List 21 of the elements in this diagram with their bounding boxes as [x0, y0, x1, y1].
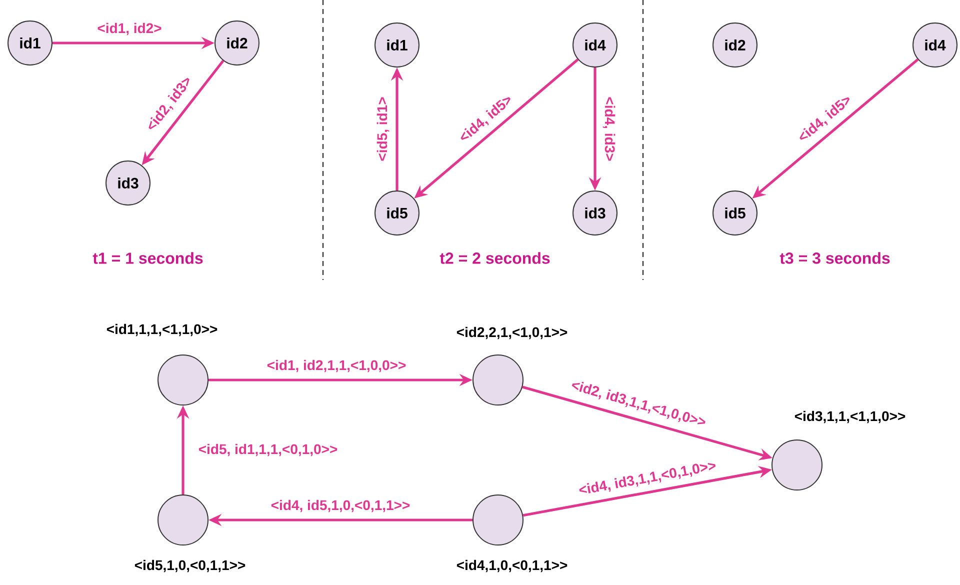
empty-circle	[158, 494, 208, 546]
edge-label: <id4, id3>	[602, 96, 616, 162]
time-caption: t1 = 1 seconds	[92, 252, 203, 264]
edge-label: <id4, id5>	[794, 92, 856, 146]
node-label: <id5,1,0,<0,1,1>>	[134, 560, 246, 572]
edge-label: <id4, id5>	[456, 92, 516, 146]
time-caption: t2 = 2 seconds	[440, 252, 550, 264]
empty-circle	[472, 494, 524, 546]
time-caption: t3 = 3 seconds	[780, 252, 890, 264]
edge-label: <id5, id1,1,1,<0,1,0>>	[197, 442, 339, 458]
node-label: <id4,1,0,<0,1,1>>	[456, 560, 568, 572]
empty-circle	[158, 354, 208, 406]
node-label: <id2,2,1,<1,0,1>>	[456, 326, 568, 340]
edge-label: <id5, id1>	[376, 96, 390, 162]
node-label: <id1,1,1,<1,1,0>>	[106, 324, 218, 336]
edge-label: <id4, id5,1,0,<0,1,1>>	[270, 498, 412, 514]
edge-label: <id1, id2>	[96, 22, 163, 36]
empty-circle	[772, 440, 822, 490]
node-label: <id3,1,1,<1,1,0>>	[794, 410, 906, 424]
empty-circle	[472, 354, 524, 406]
edge-label: <id1, id2,1,1,<1,0,0>>	[266, 358, 408, 374]
